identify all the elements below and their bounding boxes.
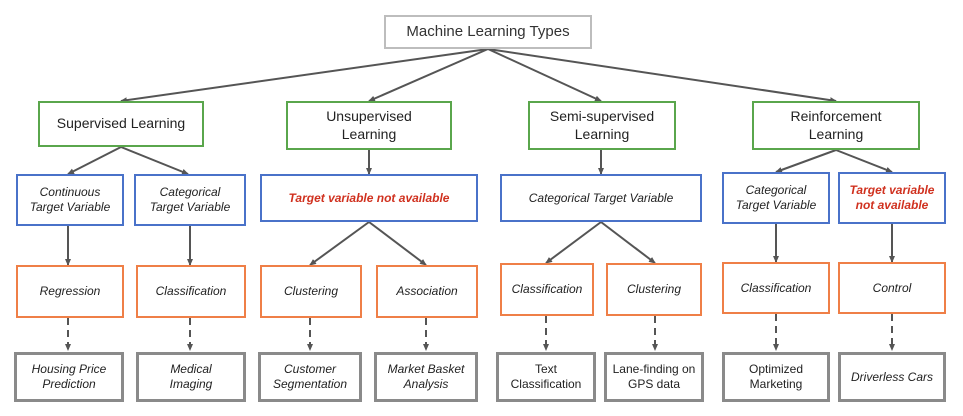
example-label: Medical Imaging xyxy=(169,362,213,391)
task-classification-reinforcement: Classification xyxy=(722,262,830,314)
task-label: Clustering xyxy=(626,282,682,296)
category-semi-supervised: Semi-supervised Learning xyxy=(528,101,676,150)
example-label: Housing Price Prediction xyxy=(31,362,107,391)
category-reinforcement: Reinforcement Learning xyxy=(752,101,920,150)
target-categorical-semi: Categorical Target Variable xyxy=(500,174,702,222)
root-node: Machine Learning Types xyxy=(384,15,592,49)
task-label: Association xyxy=(396,284,458,298)
example-lane-finding: Lane-finding on GPS data xyxy=(604,352,704,402)
task-association: Association xyxy=(376,265,478,318)
target-continuous: Continuous Target Variable xyxy=(16,174,124,226)
example-customer-segmentation: Customer Segmentation xyxy=(258,352,362,402)
example-driverless-cars: Driverless Cars xyxy=(838,352,946,402)
example-medical-imaging: Medical Imaging xyxy=(136,352,246,402)
task-label: Classification xyxy=(511,282,583,296)
example-text-classification: Text Classification xyxy=(496,352,596,402)
task-label: Regression xyxy=(39,284,101,298)
task-classification-semi: Classification xyxy=(500,263,594,316)
category-label: Reinforcement Learning xyxy=(790,108,882,142)
target-label: Continuous Target Variable xyxy=(29,185,111,214)
task-label: Classification xyxy=(740,280,812,295)
target-label: Categorical Target Variable xyxy=(735,183,817,212)
task-label: Control xyxy=(872,280,912,295)
task-label: Clustering xyxy=(283,284,339,298)
task-regression: Regression xyxy=(16,265,124,318)
example-market-basket: Market Basket Analysis xyxy=(374,352,478,402)
task-classification-supervised: Classification xyxy=(136,265,246,318)
category-label: Semi-supervised Learning xyxy=(549,108,655,142)
example-label: Text Classification xyxy=(510,362,582,391)
target-not-available-reinforcement: Target variable not available xyxy=(838,172,946,224)
example-label: Lane-finding on GPS data xyxy=(612,362,696,391)
target-categorical-supervised: Categorical Target Variable xyxy=(134,174,246,226)
category-supervised: Supervised Learning xyxy=(38,101,204,147)
example-label: Driverless Cars xyxy=(850,369,933,384)
task-clustering-semi: Clustering xyxy=(606,263,702,316)
root-label: Machine Learning Types xyxy=(406,22,570,40)
category-label: Unsupervised Learning xyxy=(326,108,412,142)
target-label: Categorical Target Variable xyxy=(149,185,231,214)
target-not-available-unsupervised: Target variable not available xyxy=(260,174,478,222)
target-label: Target variable not available xyxy=(288,190,450,205)
category-unsupervised: Unsupervised Learning xyxy=(286,101,452,150)
example-label: Customer Segmentation xyxy=(272,362,348,391)
task-clustering-unsupervised: Clustering xyxy=(260,265,362,318)
task-control: Control xyxy=(838,262,946,314)
task-label: Classification xyxy=(155,284,227,298)
example-housing-price: Housing Price Prediction xyxy=(14,352,124,402)
target-label: Target variable not available xyxy=(849,183,935,212)
example-label: Optimized Marketing xyxy=(748,362,804,391)
category-label: Supervised Learning xyxy=(56,115,186,132)
example-optimized-marketing: Optimized Marketing xyxy=(722,352,830,402)
target-categorical-reinforcement: Categorical Target Variable xyxy=(722,172,830,224)
example-label: Market Basket Analysis xyxy=(387,362,465,391)
target-label: Categorical Target Variable xyxy=(528,190,674,205)
